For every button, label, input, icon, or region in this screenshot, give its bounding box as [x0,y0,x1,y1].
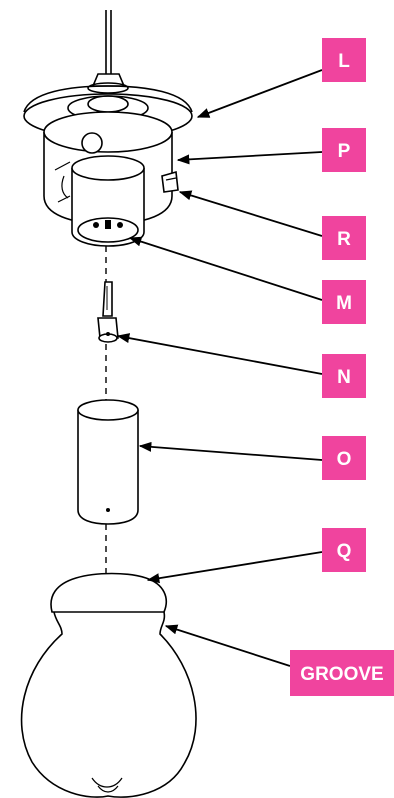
pin-part-n [97,281,119,343]
leader-arrow-m [128,236,323,301]
svg-text:N: N [337,367,351,388]
leader-arrow-p [176,151,323,165]
label-r: R [322,216,366,260]
label-q: Q [322,528,366,572]
suspension-cable [105,10,112,74]
label-o: O [322,436,366,480]
svg-text:GROOVE: GROOVE [300,664,383,685]
leader-arrow-l [196,69,323,118]
cable-grip [87,73,129,94]
label-n: N [322,354,366,398]
leader-arrows [116,69,323,667]
label-l: L [322,38,366,82]
label-m: M [322,280,366,324]
leader-arrow-n [116,333,323,375]
svg-text:O: O [337,449,352,470]
leader-arrow-q [146,551,323,584]
leader-arrow-o [138,441,323,461]
leader-arrow-r [178,190,323,237]
label-groove: GROOVE [290,650,394,696]
set-screw-part-r [161,170,179,193]
svg-text:P: P [338,141,351,162]
glass-globe-part-q [20,572,197,798]
leader-arrow-groove [164,624,291,667]
svg-text:L: L [338,51,350,72]
svg-text:R: R [337,229,351,250]
socket-part-m [71,155,145,247]
svg-text:M: M [336,293,352,314]
label-p: P [322,128,366,172]
sleeve-part-o [77,399,139,525]
svg-text:Q: Q [337,541,352,562]
